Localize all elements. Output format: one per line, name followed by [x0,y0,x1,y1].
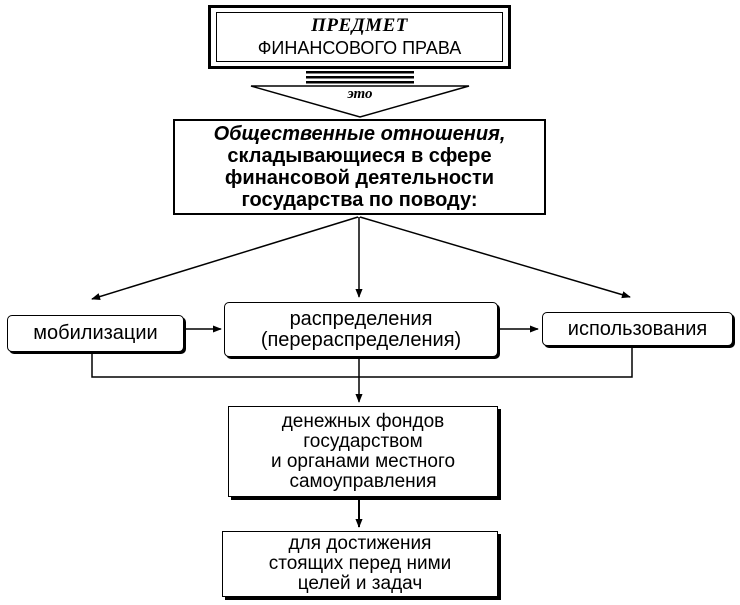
title-inner-frame: ПРЕДМЕТ ФИНАНСОВОГО ПРАВА [216,12,503,62]
title-stripes [306,71,414,84]
distribution-label-line-1: распределения [289,307,433,330]
arrow-main-to-mobilization [91,216,359,301]
arrow-main-to-use [359,216,631,299]
main-line-2: складывающиеся в сфере [227,145,492,167]
main-line-3: финансовой деятельности [224,167,495,189]
use-box: использования [542,312,733,346]
goals-line-2: стоящих перед ними [268,553,452,574]
goals-line-3: целей и задач [297,573,423,594]
funds-line-4: самоуправления [289,470,437,492]
mobilization-label: мобилизации [33,322,158,344]
title-box: ПРЕДМЕТ ФИНАНСОВОГО ПРАВА [208,5,511,69]
title-line-2: ФИНАНСОВОГО ПРАВА [257,38,462,58]
funds-box: денежных фондов государством и органами … [228,406,498,497]
goals-line-1: для достижения [288,533,432,554]
down-arrow-big [250,85,470,118]
distribution-label-line-2: (перераспределения) [260,328,462,351]
funds-line-1: денежных фондов [281,410,445,432]
main-line-1: Общественные отношения, [213,123,506,145]
title-line-1: ПРЕДМЕТ [311,15,408,36]
goals-box: для достижения стоящих перед ними целей … [222,531,498,597]
funds-line-3: и органами местного [270,450,456,472]
stages-bracket [91,346,633,378]
arrow-label: это [347,86,373,102]
main-line-4: государства по поводу: [241,189,478,211]
main-definition-box: Общественные отношения, складывающиеся в… [173,119,546,215]
distribution-box: распределения (перераспределения) [224,302,498,357]
mobilization-box: мобилизации [7,315,184,352]
use-label: использования [567,317,708,340]
funds-line-2: государством [303,430,423,452]
